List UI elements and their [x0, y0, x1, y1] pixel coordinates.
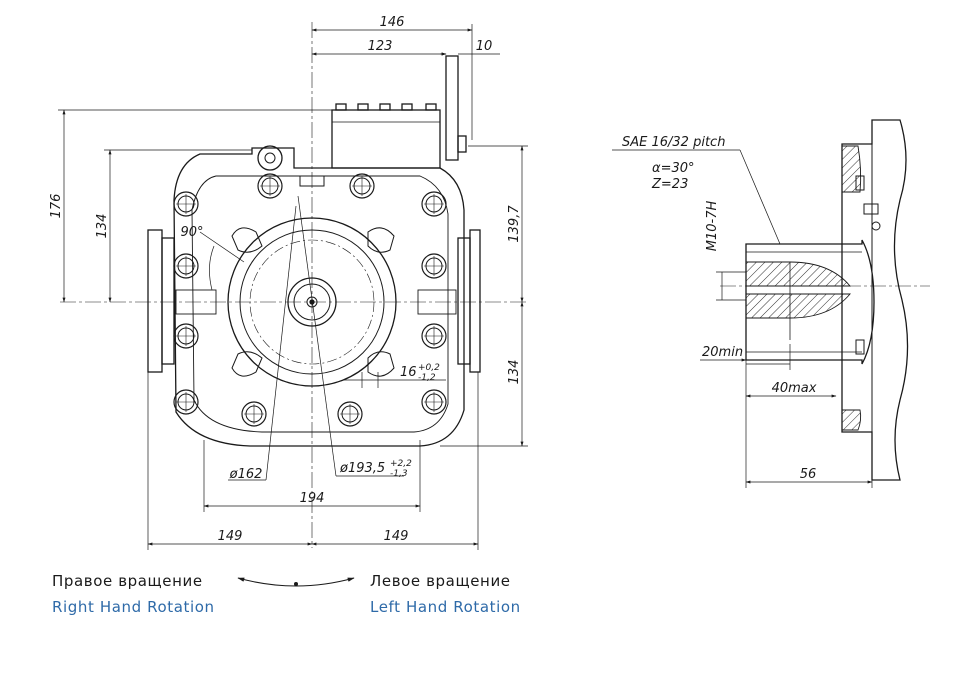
dim-149-right: 149 [384, 529, 409, 544]
dim-139-7: 139,7 [507, 205, 522, 243]
left-rotation-en: Left Hand Rotation [370, 598, 521, 616]
dim-56: 56 [800, 467, 817, 482]
dim-123: 123 [368, 39, 393, 54]
dim-20-min: 20min [702, 345, 743, 360]
teeth-count: Z=23 [651, 177, 688, 192]
dim-angle-90: 90° [180, 225, 203, 240]
thread-spec: M10-7H [705, 201, 720, 252]
right-rotation-ru: Правое вращение [52, 572, 203, 590]
pump-body-inner [191, 175, 449, 433]
dim-194: 194 [300, 491, 325, 506]
dim-40-max: 40max [772, 381, 817, 396]
dim-dia-193-upper: +2,2 [390, 459, 412, 469]
dim-16-base: 16 [400, 365, 417, 380]
front-view-dimensions: 146 123 10 176 134 139,7 134 90° 16 +0,2… [49, 15, 522, 544]
left-rotation-ru: Левое вращение [370, 572, 511, 590]
pump-body [173, 147, 465, 447]
dim-16-upper: +0,2 [418, 363, 440, 373]
dim-146: 146 [380, 15, 405, 30]
dim-149-left: 149 [218, 529, 243, 544]
shaft-view-labels: SAE 16/32 pitch α=30° Z=23 M10-7H 20min … [622, 135, 817, 482]
valve-block [331, 55, 467, 169]
mounting-flange [841, 119, 909, 481]
shaft-section-view [612, 119, 930, 488]
dim-10: 10 [476, 39, 493, 54]
dimension-lines [58, 24, 528, 550]
dim-134-left: 134 [95, 214, 110, 239]
dim-dia-162: ø162 [229, 467, 263, 482]
shaft [745, 239, 875, 365]
rotation-legend: Правое вращение Right Hand Rotation Лево… [52, 572, 521, 616]
front-view [147, 55, 481, 447]
dim-dia-193-lower: -1,3 [390, 469, 408, 479]
pressure-angle: α=30° [652, 161, 695, 176]
lifting-eye [257, 145, 283, 171]
left-port-flange [147, 229, 163, 373]
dim-dia-193-5: ø193,5 [339, 461, 385, 476]
dim-16-lower: -1,2 [418, 373, 436, 383]
right-rotation-en: Right Hand Rotation [52, 598, 215, 616]
dim-176: 176 [49, 194, 64, 219]
spline-spec: SAE 16/32 pitch [622, 135, 725, 150]
dim-134-right: 134 [507, 360, 522, 385]
